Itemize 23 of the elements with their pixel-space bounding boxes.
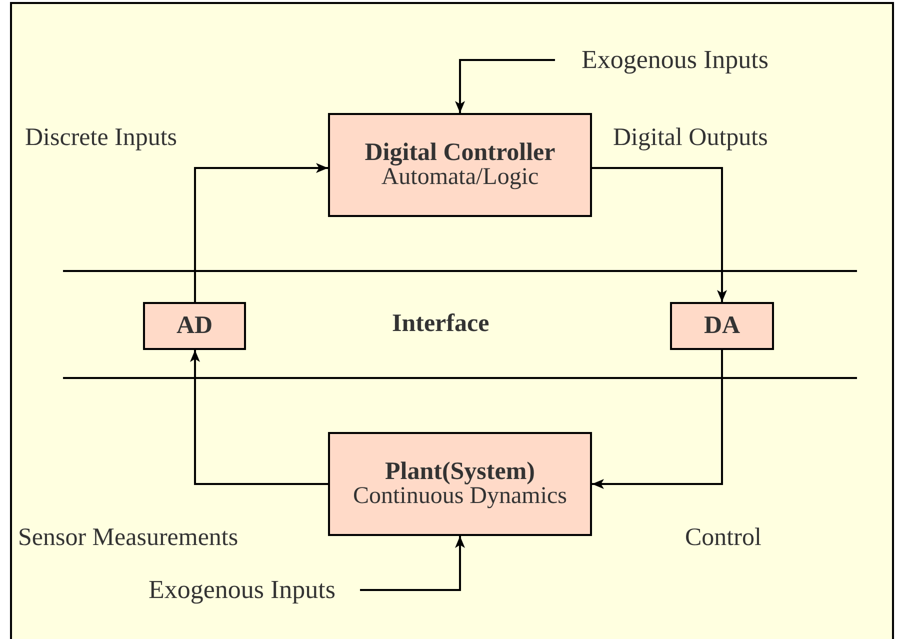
arrow bbox=[592, 350, 723, 489]
input-label: Exogenous Inputs bbox=[555, 42, 795, 78]
box-title: AD bbox=[176, 314, 213, 338]
edge-label: Control bbox=[685, 524, 762, 552]
box-subtitle: Automata/Logic bbox=[381, 165, 539, 189]
edge-label: Digital Outputs bbox=[613, 124, 768, 152]
process-box bbox=[328, 113, 592, 217]
arrow bbox=[360, 536, 465, 591]
process-box bbox=[328, 432, 592, 536]
edge-label: Sensor Measurements bbox=[18, 524, 238, 552]
process-box bbox=[143, 302, 246, 350]
arrow bbox=[455, 59, 555, 113]
arrow bbox=[194, 163, 328, 302]
input-label: Exogenous Inputs bbox=[124, 572, 360, 608]
section-label: Interface bbox=[392, 310, 490, 338]
box-title: DA bbox=[704, 314, 740, 338]
process-box bbox=[670, 302, 774, 350]
arrow bbox=[592, 167, 727, 302]
edge-label: Discrete Inputs bbox=[25, 124, 178, 152]
box-title: Plant(System) bbox=[385, 460, 535, 484]
arrow bbox=[190, 350, 328, 485]
box-title: Digital Controller bbox=[364, 141, 556, 165]
box-subtitle: Continuous Dynamics bbox=[353, 484, 567, 508]
